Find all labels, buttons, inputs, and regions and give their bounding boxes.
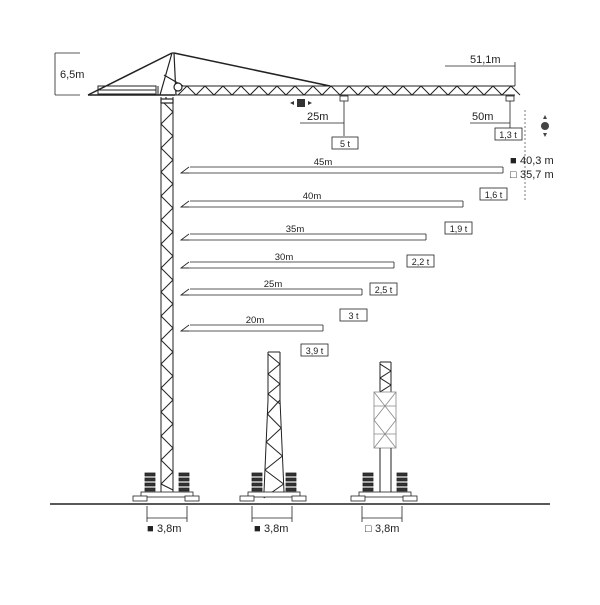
base-3-marker: □ xyxy=(365,523,372,535)
load-reach-label-2: 35m xyxy=(286,224,305,235)
jib xyxy=(175,85,521,96)
reach-50-label: 50m xyxy=(472,111,493,123)
load-capacity-box-2 xyxy=(406,254,435,268)
middle-tower xyxy=(263,351,285,499)
load-reach-label-4: 25m xyxy=(264,279,283,290)
load-capacity-label-3: 2,5 t xyxy=(375,285,393,295)
base-1 xyxy=(132,472,200,502)
bases xyxy=(132,472,418,502)
load-capacity-box-0 xyxy=(479,187,508,201)
load-capacity-label-0: 1,6 t xyxy=(485,190,503,200)
load-capacity-label-4: 3 t xyxy=(348,311,359,321)
height-b-label: 35,7 m xyxy=(520,169,554,181)
load-capacity-label-2: 2,2 t xyxy=(412,257,430,267)
trolley-capacity-box xyxy=(331,136,359,150)
hoist-indicator-icon xyxy=(524,110,549,200)
right-tower xyxy=(373,361,397,492)
height-b-marker: □ xyxy=(510,169,517,181)
main-tower xyxy=(160,97,174,492)
base-2-width: 3,8m xyxy=(264,523,288,535)
base-3-width: 3,8m xyxy=(375,523,399,535)
trolley-reach-label: 25m xyxy=(307,111,328,123)
base-1-width: 3,8m xyxy=(157,523,181,535)
load-capacity-box-3 xyxy=(369,282,398,296)
base-1-marker: ■ xyxy=(147,523,154,535)
trolley-capacity-label: 5 t xyxy=(340,139,351,149)
tip-capacity-box xyxy=(494,127,523,141)
load-capacity-box-1 xyxy=(444,221,473,235)
trolley-50m: 50m 1,3 t xyxy=(470,95,523,141)
load-reach-label-0: 45m xyxy=(314,157,333,168)
height-legend: ■ 40,3 m □ 35,7 m xyxy=(510,155,554,181)
tower-head xyxy=(87,52,331,104)
load-reach-label-3: 30m xyxy=(275,252,294,263)
tip-capacity-label: 1,3 t xyxy=(499,130,517,140)
jib-length-label: 51,1m xyxy=(470,54,501,66)
load-reach-label-1: 40m xyxy=(303,191,322,202)
tower-top-height-label: 6,5m xyxy=(60,69,84,81)
trolley-move-indicator-icon xyxy=(290,99,312,107)
load-capacity-label-1: 1,9 t xyxy=(450,224,468,234)
load-capacity-box-5 xyxy=(300,343,329,357)
jib-length-dimension: 51,1m xyxy=(445,54,516,86)
height-a-label: 40,3 m xyxy=(520,155,554,167)
trolley-25m: 25m 5 t xyxy=(300,95,359,150)
load-reach-label-5: 20m xyxy=(246,315,265,326)
base-dimensions: ■ 3,8m ■ 3,8m □ 3,8m xyxy=(146,506,403,535)
base-2-marker: ■ xyxy=(254,523,261,535)
load-capacity-box-4 xyxy=(339,308,368,322)
height-a-marker: ■ xyxy=(510,155,517,167)
tower-top-height-dimension: 6,5m xyxy=(54,52,84,96)
load-capacity-label-5: 3,9 t xyxy=(306,346,324,356)
base-3 xyxy=(350,472,418,502)
base-2 xyxy=(239,472,307,502)
load-chart: 45m 1,6 t 40m 1,9 t 35m 2,2 t 30m 2,5 t 25m 3 t 20… xyxy=(179,157,508,357)
